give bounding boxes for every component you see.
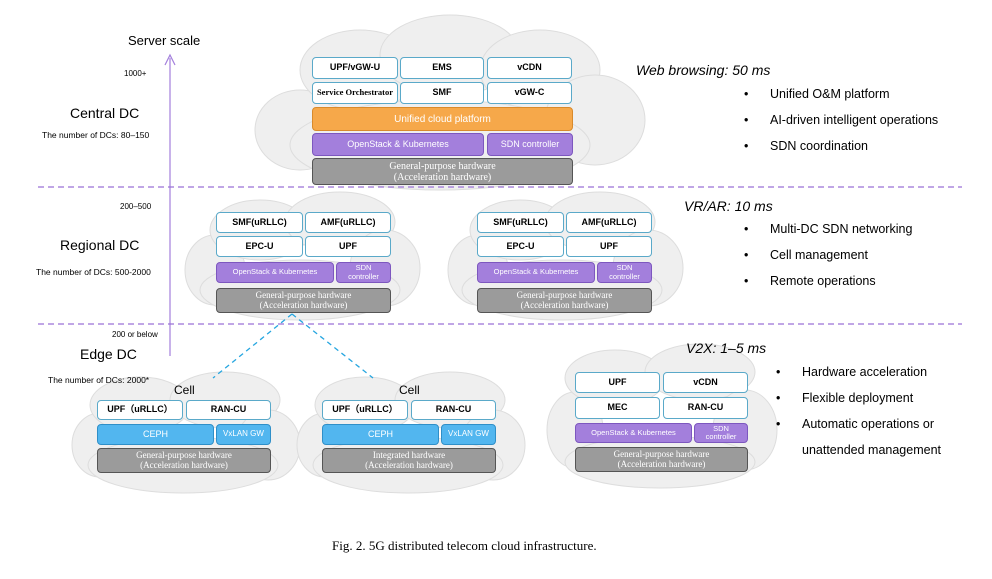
axis-title: Server scale <box>128 33 201 48</box>
central-vgwc-box: vGW-C <box>487 82 572 104</box>
edge-mec-hardware-box: General-purpose hardware (Acceleration h… <box>575 447 748 472</box>
edge-middle-vxlan-box: VxLAN GW <box>441 424 496 445</box>
central-hardware-box: General-purpose hardware (Acceleration h… <box>312 158 573 185</box>
central-features-list: Unified O&M platform AI-driven intellige… <box>744 85 938 163</box>
edge-mec-vcdn-box: vCDN <box>663 372 748 393</box>
central-vcdn-box: vCDN <box>487 57 572 79</box>
edge-mec-openstack-box: OpenStack & Kubernetes <box>575 423 692 443</box>
edge-middle-ceph-box: CEPH <box>322 424 439 445</box>
regional-latency: VR/AR: 10 ms <box>684 198 773 214</box>
edge-left-rancu-box: RAN-CU <box>186 400 271 420</box>
edge-mec-upf-box: UPF <box>575 372 660 393</box>
regional-feature-item: Cell management <box>744 246 912 272</box>
regional-right-upf-box: UPF <box>566 236 652 257</box>
central-openstack-box: OpenStack & Kubernetes <box>312 133 484 156</box>
central-feature-item: Unified O&M platform <box>744 85 938 111</box>
regional-feature-item: Multi-DC SDN networking <box>744 220 912 246</box>
central-service-orchestrator-box: Service Orchestrator <box>312 82 398 104</box>
connector-to-left-cell <box>212 313 293 379</box>
regional-left-smf-urllc-box: SMF(uRLLC) <box>216 212 303 233</box>
regional-left-openstack-box: OpenStack & Kubernetes <box>216 262 334 283</box>
server-scale-arrow <box>164 53 176 356</box>
regional-right-amf-urllc-box: AMF(uRLLC) <box>566 212 652 233</box>
edge-middle-upf-urllc-box: UPF（uRLLC） <box>322 400 408 420</box>
central-upf-vgwu-box: UPF/vGW-U <box>312 57 398 79</box>
regional-right-sdn-box: SDN controller <box>597 262 652 283</box>
regional-feature-item: Remote operations <box>744 272 912 298</box>
central-dc-label: Central DC <box>70 105 140 121</box>
regional-scale-label: 200–500 <box>120 202 152 211</box>
figure-caption: Fig. 2. 5G distributed telecom cloud inf… <box>332 538 597 553</box>
edge-latency: V2X: 1–5 ms <box>686 340 767 356</box>
edge-features-list: Hardware acceleration Flexible deploymen… <box>776 363 941 467</box>
edge-feature-item: Automatic operations or <box>776 415 941 441</box>
edge-left-vxlan-box: VxLAN GW <box>216 424 271 445</box>
regional-right-smf-urllc-box: SMF(uRLLC) <box>477 212 564 233</box>
edge-left-cell-label: Cell <box>174 383 195 397</box>
edge-scale-label: 200 or below <box>112 330 158 339</box>
regional-features-list: Multi-DC SDN networking Cell management … <box>744 220 912 298</box>
edge-left-upf-urllc-box: UPF（uRLLC） <box>97 400 183 420</box>
edge-mec-sdn-box: SDN controller <box>694 423 748 443</box>
edge-middle-rancu-box: RAN-CU <box>411 400 496 420</box>
edge-middle-cell-label: Cell <box>399 383 420 397</box>
regional-right-epcu-box: EPC-U <box>477 236 564 257</box>
central-dc-count: The number of DCs: 80–150 <box>42 130 150 140</box>
central-feature-item: AI-driven intelligent operations <box>744 111 938 137</box>
edge-mec-mec-box: MEC <box>575 397 660 419</box>
central-smf-box: SMF <box>400 82 484 104</box>
edge-left-hardware-box: General-purpose hardware (Acceleration h… <box>97 448 271 473</box>
edge-middle-hardware-box: Integrated hardware (Acceleration hardwa… <box>322 448 496 473</box>
edge-feature-item: Hardware acceleration <box>776 363 941 389</box>
edge-dc-label: Edge DC <box>80 346 137 362</box>
regional-right-openstack-box: OpenStack & Kubernetes <box>477 262 595 283</box>
central-sdn-controller-box: SDN controller <box>487 133 573 156</box>
edge-feature-item: Flexible deployment <box>776 389 941 415</box>
central-unified-cloud-platform-box: Unified cloud platform <box>312 107 573 131</box>
regional-right-hardware-box: General-purpose hardware (Acceleration h… <box>477 288 652 313</box>
regional-left-amf-urllc-box: AMF(uRLLC) <box>305 212 391 233</box>
edge-mec-rancu-box: RAN-CU <box>663 397 748 419</box>
central-ems-box: EMS <box>400 57 484 79</box>
central-feature-item: SDN coordination <box>744 137 938 163</box>
central-latency: Web browsing: 50 ms <box>636 62 771 78</box>
edge-left-ceph-box: CEPH <box>97 424 214 445</box>
edge-feature-item-continuation: unattended management <box>802 443 941 457</box>
regional-left-upf-box: UPF <box>305 236 391 257</box>
central-scale-label: 1000+ <box>124 69 147 78</box>
edge-dc-count: The number of DCs: 2000* <box>48 375 150 385</box>
regional-left-sdn-box: SDN controller <box>336 262 391 283</box>
regional-dc-count: The number of DCs: 500-2000 <box>36 267 151 277</box>
regional-left-hardware-box: General-purpose hardware (Acceleration h… <box>216 288 391 313</box>
regional-left-epcu-box: EPC-U <box>216 236 303 257</box>
regional-dc-label: Regional DC <box>60 237 140 253</box>
